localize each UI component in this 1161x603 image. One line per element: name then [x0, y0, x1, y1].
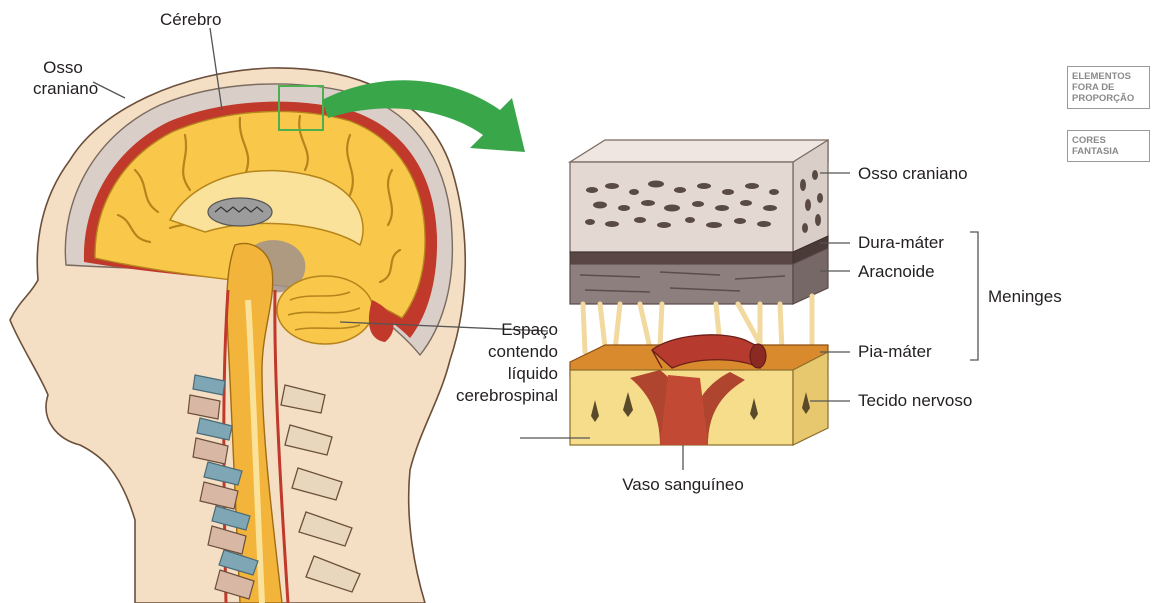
label-line: líquido	[418, 363, 558, 385]
badge-line: FANTASIA	[1072, 146, 1145, 157]
label-osso-craniano-left: Osso craniano	[33, 57, 93, 99]
label-line: Espaço	[418, 319, 558, 341]
label-tecido-nervoso: Tecido nervoso	[858, 390, 972, 411]
label-cerebro: Cérebro	[160, 9, 221, 30]
meninges-block	[570, 140, 828, 445]
badge-proportion: ELEMENTOS FORA DE PROPORÇÃO	[1067, 66, 1150, 109]
badge-colors: CORES FANTASIA	[1067, 130, 1150, 162]
label-line: Osso	[33, 57, 93, 78]
head-section	[10, 68, 465, 603]
badge-line: CORES	[1072, 135, 1145, 146]
badge-line: FORA DE	[1072, 82, 1145, 93]
label-dura-mater: Dura-máter	[858, 232, 944, 253]
label-pia-mater: Pia-máter	[858, 341, 932, 362]
label-line: craniano	[33, 78, 93, 99]
label-meninges: Meninges	[988, 286, 1062, 307]
label-line: contendo	[418, 341, 558, 363]
label-aracnoide: Aracnoide	[858, 261, 935, 282]
label-vaso-sanguineo: Vaso sanguíneo	[613, 474, 753, 495]
label-espaco-csf: Espaço contendo líquido cerebrospinal	[418, 319, 558, 407]
label-line: cerebrospinal	[418, 385, 558, 407]
badge-line: ELEMENTOS	[1072, 71, 1145, 82]
label-osso-craniano: Osso craniano	[858, 163, 968, 184]
badge-line: PROPORÇÃO	[1072, 93, 1145, 104]
